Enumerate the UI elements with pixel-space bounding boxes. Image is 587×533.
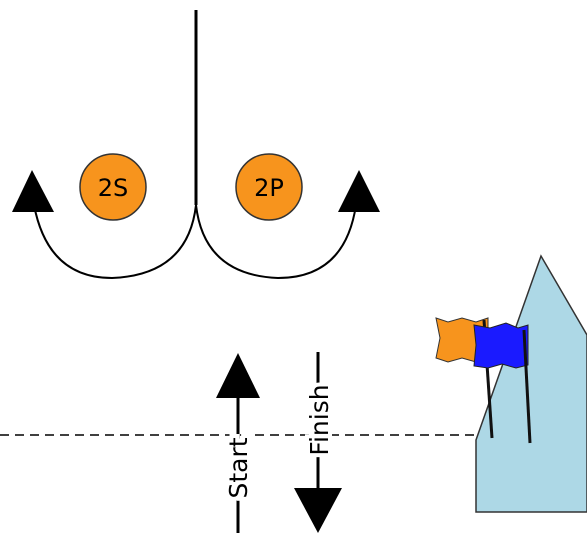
port-rounding-arc xyxy=(33,204,197,280)
left-arrowhead xyxy=(12,170,54,212)
finish-arrow: Finish xyxy=(294,352,342,533)
committee-boat-hull xyxy=(475,254,587,513)
committee-boat xyxy=(435,254,587,513)
blue-flag-pole xyxy=(522,329,532,444)
blue-flag-cloth xyxy=(473,322,529,369)
starboard-rounding-arc xyxy=(195,204,357,280)
mark-2s: 2S xyxy=(79,153,147,221)
mark-2p: 2P xyxy=(235,153,303,221)
mark-2s-buoy xyxy=(79,153,147,221)
start-arrow: Start xyxy=(216,353,260,533)
right-arrowhead xyxy=(338,170,380,212)
mark-2p-buoy xyxy=(235,153,303,221)
finish-arrowhead xyxy=(294,488,342,533)
mark-2p-label: 2P xyxy=(254,174,284,202)
start-label: Start xyxy=(224,437,253,498)
finish-label: Finish xyxy=(305,384,334,455)
blue-flag xyxy=(473,322,532,444)
start-arrowhead xyxy=(216,353,260,398)
mark-2s-label: 2S xyxy=(98,174,129,202)
